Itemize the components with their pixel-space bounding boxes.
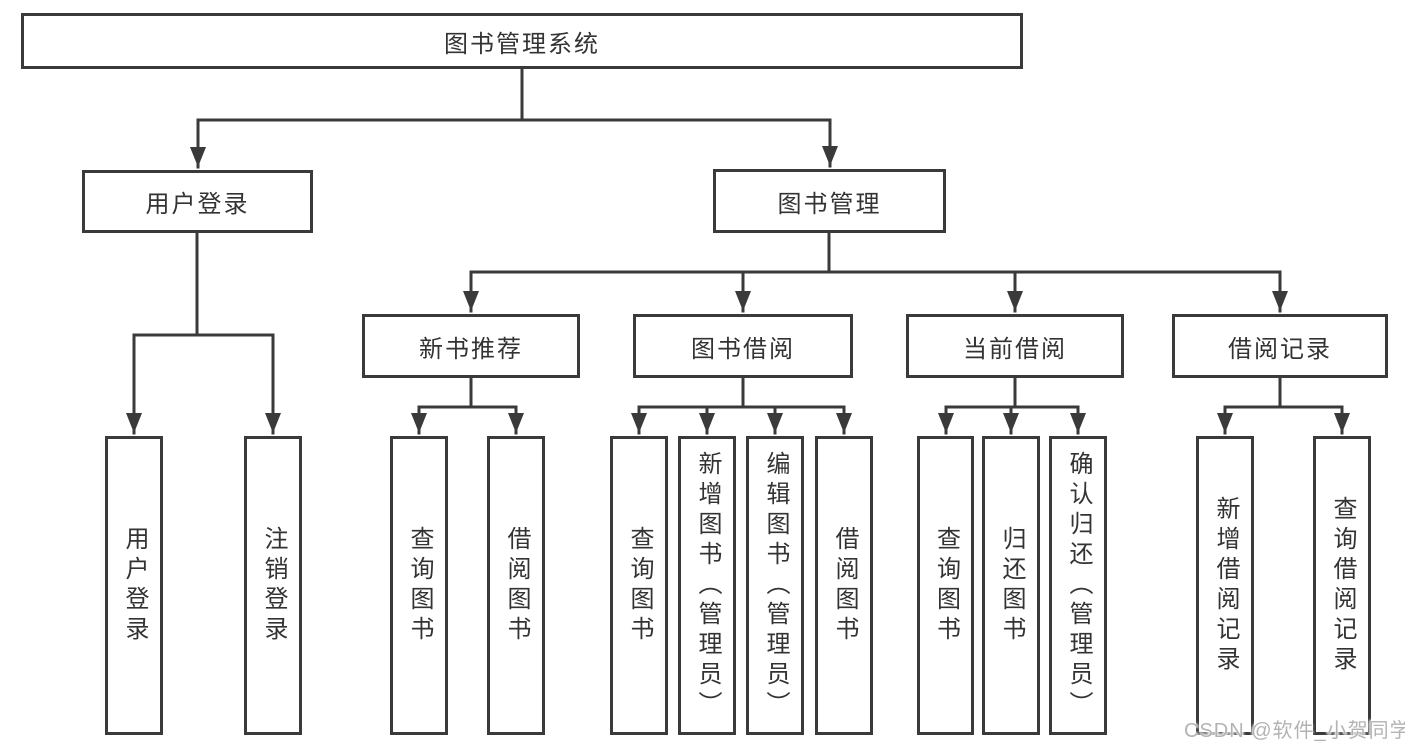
leaf-cb-confirm-return-admin-label: 确认归还（管理员） (1065, 450, 1092, 721)
csdn-watermark: CSDN @软件_小贺同学 (1184, 720, 1405, 742)
leaf-bb-query-books-label: 查询图书 (626, 525, 653, 646)
node-current-borrow: 当前借阅 (906, 314, 1124, 378)
node-book-mgmt: 图书管理 (713, 169, 946, 233)
leaf-user-login-label: 用户登录 (121, 525, 148, 646)
leaf-bb-add-books-admin: 新增图书（管理员） (678, 436, 736, 735)
leaf-bb-edit-books-admin-label: 编辑图书（管理员） (762, 450, 789, 721)
leaf-br-query-record: 查询借阅记录 (1313, 436, 1371, 735)
leaf-nbr-query-books: 查询图书 (390, 436, 448, 735)
leaf-br-add-record-label: 新增借阅记录 (1212, 495, 1239, 676)
leaf-logout-label: 注销登录 (260, 525, 287, 646)
leaf-cb-return-books: 归还图书 (982, 436, 1040, 735)
leaf-bb-borrow-books: 借阅图书 (815, 436, 873, 735)
leaf-bb-query-books: 查询图书 (610, 436, 668, 735)
leaf-nbr-query-books-label: 查询图书 (406, 525, 433, 646)
node-root: 图书管理系统 (21, 13, 1023, 69)
leaf-cb-return-books-label: 归还图书 (998, 525, 1025, 646)
leaf-nbr-borrow-books: 借阅图书 (487, 436, 545, 735)
node-user-login: 用户登录 (82, 170, 313, 233)
leaf-br-add-record: 新增借阅记录 (1196, 436, 1254, 735)
leaf-bb-add-books-admin-label: 新增图书（管理员） (694, 450, 721, 721)
leaf-br-query-record-label: 查询借阅记录 (1329, 495, 1356, 676)
leaf-cb-query-books: 查询图书 (917, 436, 974, 735)
leaf-cb-confirm-return-admin: 确认归还（管理员） (1049, 436, 1107, 735)
leaf-cb-query-books-label: 查询图书 (932, 525, 960, 646)
leaf-user-login: 用户登录 (105, 436, 163, 735)
leaf-nbr-borrow-books-label: 借阅图书 (503, 525, 530, 646)
leaf-bb-borrow-books-label: 借阅图书 (831, 525, 858, 646)
node-new-book-rec: 新书推荐 (362, 314, 580, 378)
node-book-borrow: 图书借阅 (633, 314, 853, 378)
leaf-bb-edit-books-admin: 编辑图书（管理员） (746, 436, 804, 735)
leaf-logout: 注销登录 (244, 436, 302, 735)
node-borrow-records: 借阅记录 (1172, 314, 1388, 378)
